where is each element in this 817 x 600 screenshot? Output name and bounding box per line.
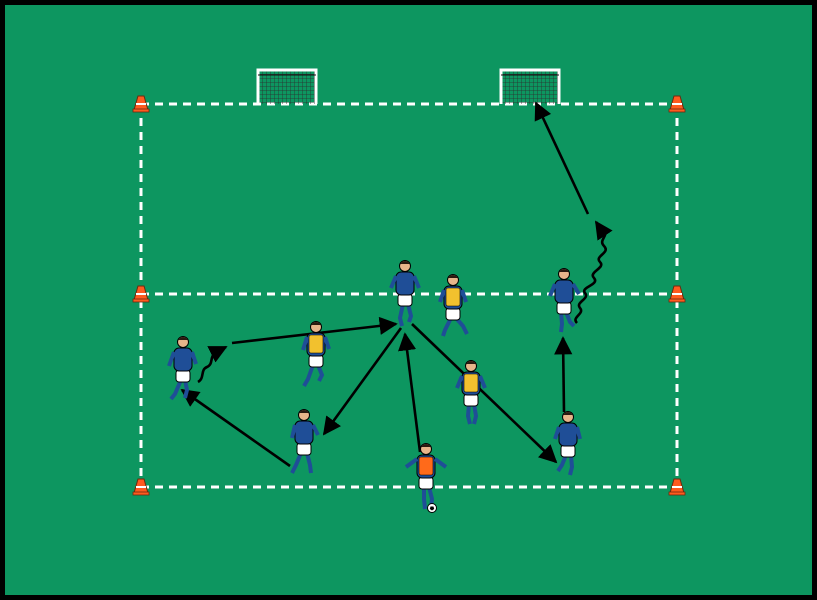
players bbox=[167, 260, 582, 513]
cone-icon bbox=[668, 95, 686, 113]
pass-server-to-center bbox=[398, 332, 422, 453]
player-orange-server bbox=[404, 443, 448, 513]
goal-right bbox=[499, 68, 561, 104]
pass-low-right-to-right-mid bbox=[554, 336, 573, 413]
shot-to-right-goal bbox=[534, 101, 590, 215]
cones bbox=[132, 95, 686, 496]
pass-center-to-low-left bbox=[322, 327, 403, 436]
pass-center-to-low-right bbox=[411, 323, 558, 464]
player-yellow-center bbox=[438, 274, 469, 337]
cone-icon bbox=[132, 95, 150, 113]
player-blue-low-right bbox=[553, 411, 582, 476]
player-yellow-low-right bbox=[455, 360, 487, 425]
pass-low-left-to-left bbox=[180, 388, 291, 468]
goal-net bbox=[501, 70, 559, 104]
player-blue-right-mid bbox=[548, 268, 581, 333]
cone-icon bbox=[132, 285, 150, 303]
goal-left bbox=[256, 68, 318, 104]
player-yellow-left bbox=[301, 321, 331, 387]
cone-icon bbox=[668, 285, 686, 303]
player-blue-center bbox=[389, 260, 421, 327]
cone-icon bbox=[132, 478, 150, 496]
goal-net bbox=[258, 70, 316, 104]
player-blue-left bbox=[167, 336, 198, 401]
dribble-left bbox=[197, 345, 228, 384]
cone-icon bbox=[668, 478, 686, 496]
movement-arrows bbox=[180, 101, 613, 468]
player-blue-low-left bbox=[290, 409, 320, 474]
dribble-right bbox=[574, 220, 613, 324]
ball-icon bbox=[427, 503, 437, 513]
